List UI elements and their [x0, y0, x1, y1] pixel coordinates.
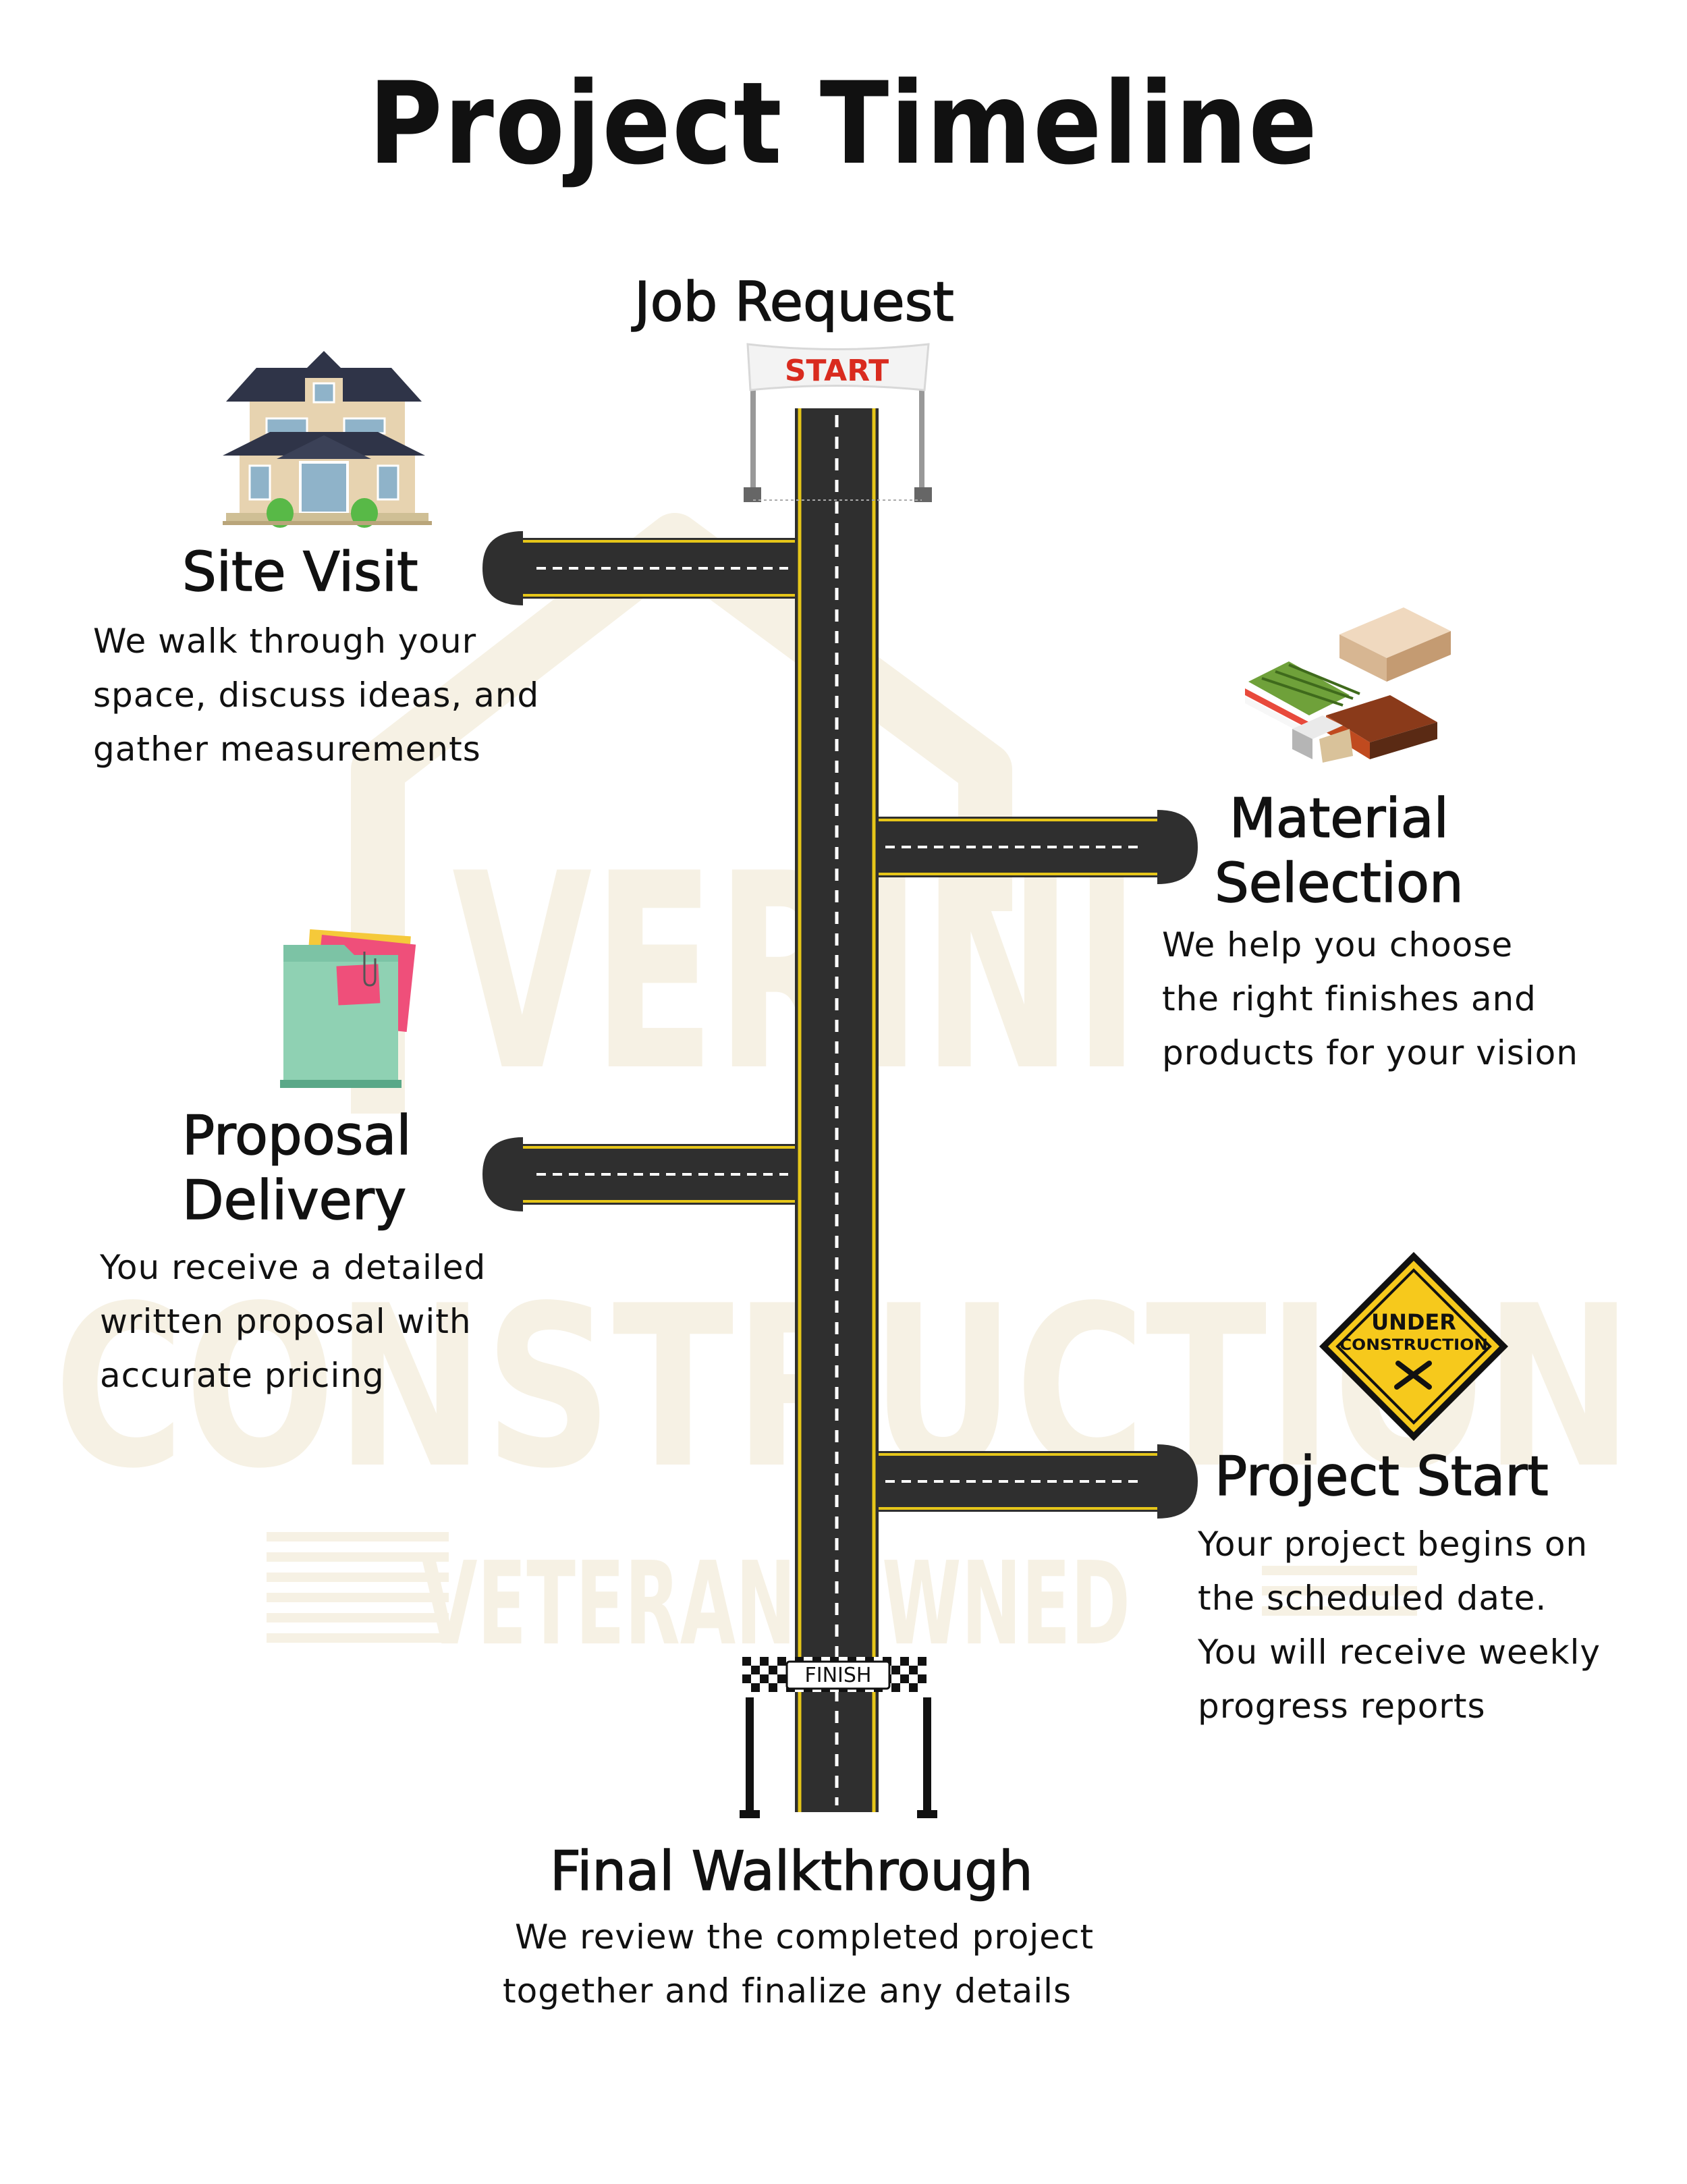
- sign-line1: UNDER: [1371, 1309, 1456, 1335]
- finish-checker-square: [909, 1657, 918, 1666]
- finish-checker-square: [891, 1666, 900, 1674]
- branch-road-1: [523, 538, 802, 599]
- road-network: [482, 408, 1198, 1812]
- finish-checker-square: [777, 1683, 786, 1692]
- material-heading-line-2: Selection: [1214, 851, 1464, 915]
- finish-checker-square: [760, 1683, 769, 1692]
- finish-checker-square: [751, 1674, 760, 1683]
- branch-end-cap-4: [1157, 1444, 1198, 1519]
- proposal-heading-line-2: Delivery: [182, 1168, 407, 1232]
- finish-checker-square: [777, 1666, 786, 1674]
- branch-end-cap-1: [482, 531, 523, 605]
- watermark-line3: VETERAN OWNED: [422, 1537, 1130, 1671]
- under-construction-sign-icon: UNDER CONSTRUCTION: [1319, 1252, 1508, 1441]
- site-visit-line-2: space, discuss ideas, and: [93, 676, 540, 715]
- finish-checker-square: [900, 1674, 909, 1683]
- sign-line2: CONSTRUCTION: [1339, 1337, 1488, 1354]
- project-start-line-4: progress reports: [1198, 1687, 1486, 1726]
- proposal-line-1: You receive a detailed: [100, 1248, 487, 1287]
- site-visit-line-3: gather measurements: [93, 730, 481, 769]
- finish-checker-square: [742, 1674, 751, 1683]
- project-start-line-1: Your project begins on: [1198, 1525, 1588, 1564]
- material-line-3: products for your vision: [1162, 1033, 1578, 1072]
- final-line-1: We review the completed project: [515, 1917, 1095, 1957]
- project-start-line-3: You will receive weekly: [1198, 1633, 1601, 1672]
- hammer-wrench-icon: [1394, 1361, 1432, 1390]
- finish-checker-square: [777, 1674, 786, 1683]
- finish-checker-square: [760, 1657, 769, 1666]
- step-material-selection-description: We help you choose the right finishes an…: [1162, 918, 1578, 1080]
- start-banner-label: START: [785, 354, 889, 388]
- finish-checker-square: [900, 1666, 909, 1674]
- final-line-2: together and finalize any details: [503, 1971, 1072, 2011]
- step-proposal-delivery-description: You receive a detailed written proposal …: [100, 1240, 486, 1402]
- finish-checker-square: [742, 1657, 751, 1666]
- finish-checker-square: [769, 1683, 777, 1692]
- folder-notes-icon: [280, 929, 416, 1088]
- proposal-heading-line-1: Proposal: [182, 1103, 412, 1168]
- site-visit-line-1: We walk through your: [93, 622, 477, 661]
- proposal-line-2: written proposal with: [100, 1302, 472, 1341]
- material-samples-icon: [1245, 607, 1451, 763]
- branch-road-3: [523, 1144, 802, 1205]
- finish-checker-square: [900, 1657, 909, 1666]
- finish-checker-square: [918, 1657, 927, 1666]
- branch-end-cap-3: [482, 1137, 523, 1211]
- finish-banner-label: FINISH: [805, 1664, 872, 1687]
- finish-checker-square: [918, 1683, 927, 1692]
- material-line-2: the right finishes and: [1162, 979, 1537, 1018]
- step-material-selection-heading: Material Selection: [1214, 786, 1464, 916]
- finish-checker-square: [751, 1683, 760, 1692]
- finish-checker-square: [918, 1674, 927, 1683]
- finish-checker-square: [918, 1666, 927, 1674]
- step-project-start-heading: Project Start: [1214, 1444, 1549, 1508]
- finish-checker-square: [891, 1657, 900, 1666]
- finish-checker-square: [909, 1674, 918, 1683]
- finish-checker-square: [891, 1683, 900, 1692]
- material-heading-line-1: Material: [1229, 786, 1449, 850]
- finish-banner: FINISH: [740, 1657, 937, 1818]
- proposal-line-3: accurate pricing: [100, 1356, 385, 1395]
- material-line-1: We help you choose: [1162, 925, 1514, 964]
- branch-end-cap-2: [1157, 810, 1198, 884]
- finish-checker-square: [891, 1674, 900, 1683]
- step-final-walkthrough-heading: Final Walkthrough: [549, 1839, 1033, 1903]
- finish-checker-square: [777, 1657, 786, 1666]
- finish-checker-square: [909, 1666, 918, 1674]
- step-site-visit-description: We walk through your space, discuss idea…: [93, 614, 539, 776]
- finish-checker-square: [742, 1666, 751, 1674]
- finish-checker-square: [769, 1666, 777, 1674]
- page-title: Project Timeline: [368, 58, 1319, 190]
- finish-checker-square: [900, 1683, 909, 1692]
- finish-checker-square: [760, 1666, 769, 1674]
- finish-checker-square: [769, 1657, 777, 1666]
- finish-checker-square: [769, 1674, 777, 1683]
- finish-checker-square: [760, 1674, 769, 1683]
- finish-checker-square: [742, 1683, 751, 1692]
- finish-checker-square: [751, 1666, 760, 1674]
- finish-checker-square: [751, 1657, 760, 1666]
- step-project-start-description: Your project begins on the scheduled dat…: [1198, 1517, 1601, 1733]
- project-start-line-2: the scheduled date.: [1198, 1579, 1547, 1618]
- step-job-request-heading: Job Request: [634, 270, 954, 334]
- step-proposal-delivery-heading: Proposal Delivery: [182, 1103, 412, 1233]
- watermark-flag-icon: [267, 1532, 449, 1643]
- house-icon: [223, 351, 432, 528]
- start-banner: START: [744, 343, 932, 502]
- finish-checker-square: [909, 1683, 918, 1692]
- step-final-walkthrough-description: We review the completed project together…: [503, 1910, 1094, 2018]
- step-site-visit-heading: Site Visit: [182, 540, 418, 604]
